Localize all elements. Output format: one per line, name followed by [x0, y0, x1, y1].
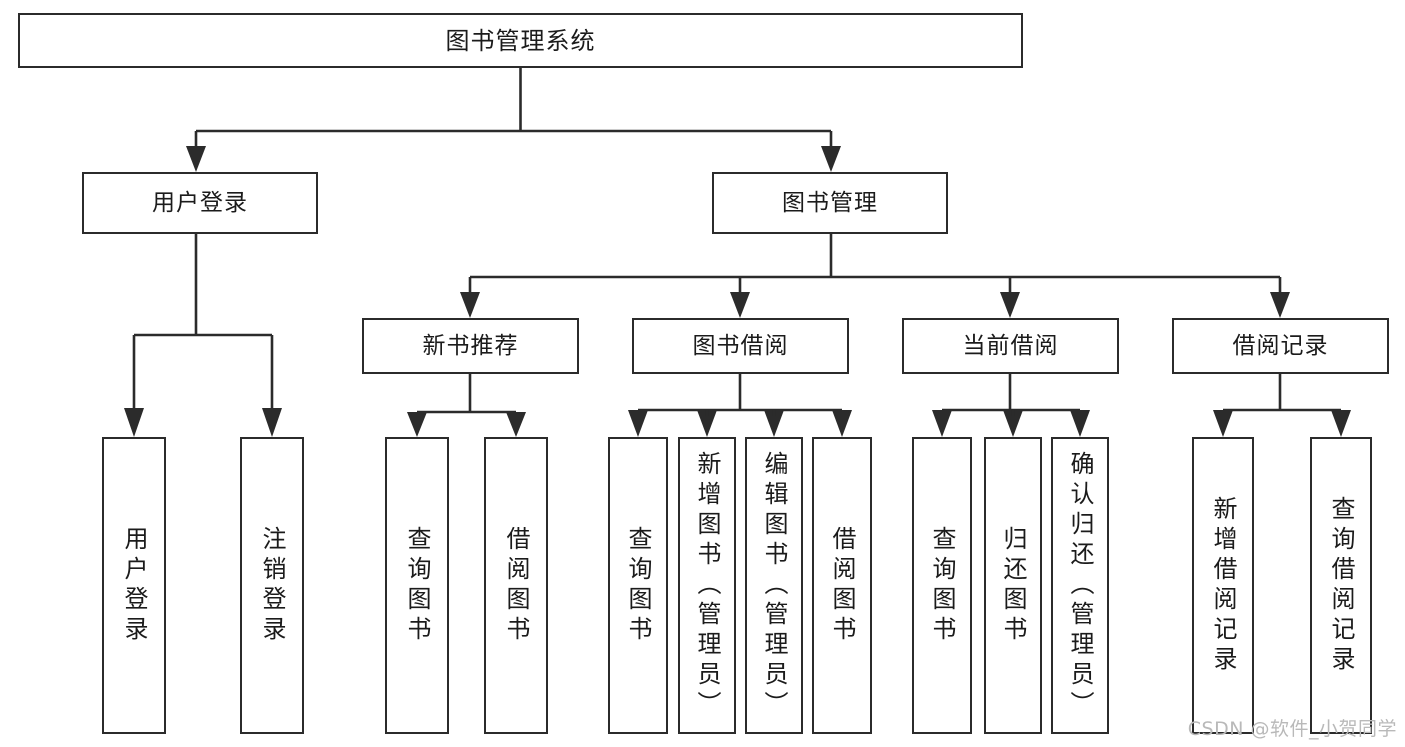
node-leaf-query-book-recommend-label: 查询图书: [403, 525, 431, 646]
node-leaf-logout-login-label: 注销登录: [258, 525, 286, 646]
node-new-book-recommend-label: 新书推荐: [422, 332, 519, 359]
node-root-label: 图书管理系统: [445, 26, 596, 55]
arrow-to-leaf-borrow-book-borrow: [832, 410, 852, 437]
node-leaf-user-login-label: 用户登录: [120, 525, 148, 646]
node-leaf-add-borrow-record-label: 新增借阅记录: [1209, 495, 1237, 676]
node-leaf-query-book-borrow[interactable]: 查询图书: [608, 437, 668, 734]
arrow-to-leaf-add-borrow-record: [1213, 410, 1233, 437]
node-book-management[interactable]: 图书管理: [712, 172, 948, 234]
node-current-borrow-label: 当前借阅: [962, 332, 1059, 359]
node-user-login[interactable]: 用户登录: [82, 172, 318, 234]
node-leaf-borrow-book-recommend-label: 借阅图书: [502, 525, 530, 646]
node-current-borrow[interactable]: 当前借阅: [902, 318, 1119, 374]
node-leaf-logout-login[interactable]: 注销登录: [240, 437, 304, 734]
node-leaf-borrow-book-borrow[interactable]: 借阅图书: [812, 437, 872, 734]
node-borrow-record[interactable]: 借阅记录: [1172, 318, 1389, 374]
arrow-to-leaf-confirm-return-admin: [1070, 410, 1090, 437]
arrow-to-leaf-logout-login: [262, 408, 282, 437]
node-leaf-confirm-return-admin-label: 确认归还（管理员）: [1066, 450, 1094, 721]
node-leaf-query-book-borrow-label: 查询图书: [624, 525, 652, 646]
arrow-to-leaf-add-book-admin: [697, 410, 717, 437]
arrow-to-leaf-borrow-book-recommend: [506, 412, 526, 437]
node-book-borrow[interactable]: 图书借阅: [632, 318, 849, 374]
node-book-management-label: 图书管理: [782, 189, 878, 216]
node-user-login-label: 用户登录: [152, 189, 248, 216]
arrow-to-leaf-user-login: [124, 408, 144, 437]
arrow-to-leaf-edit-book-admin: [764, 410, 784, 437]
node-borrow-record-label: 借阅记录: [1232, 332, 1329, 359]
node-leaf-confirm-return-admin[interactable]: 确认归还（管理员）: [1051, 437, 1109, 734]
arrow-to-book-borrow: [730, 292, 750, 318]
node-leaf-borrow-book-borrow-label: 借阅图书: [828, 525, 856, 646]
arrow-to-leaf-query-borrow-record: [1331, 410, 1351, 437]
node-leaf-query-book-current-label: 查询图书: [928, 525, 956, 646]
watermark-text: CSDN @软件_小贺同学: [1187, 718, 1397, 740]
node-leaf-add-book-admin[interactable]: 新增图书（管理员）: [678, 437, 736, 734]
node-leaf-add-book-admin-label: 新增图书（管理员）: [693, 450, 721, 721]
node-leaf-user-login[interactable]: 用户登录: [102, 437, 166, 734]
node-leaf-query-borrow-record[interactable]: 查询借阅记录: [1310, 437, 1372, 734]
node-leaf-query-book-recommend[interactable]: 查询图书: [385, 437, 449, 734]
node-leaf-query-book-current[interactable]: 查询图书: [912, 437, 972, 734]
node-leaf-return-book[interactable]: 归还图书: [984, 437, 1042, 734]
arrow-to-borrow-record: [1270, 292, 1290, 318]
node-leaf-edit-book-admin[interactable]: 编辑图书（管理员）: [745, 437, 803, 734]
arrow-to-new-book-recommend: [460, 292, 480, 318]
node-leaf-query-borrow-record-label: 查询借阅记录: [1327, 495, 1355, 676]
arrow-root-to-book-management: [821, 146, 841, 172]
node-book-borrow-label: 图书借阅: [692, 332, 789, 359]
arrow-to-leaf-query-book-recommend: [407, 412, 427, 437]
node-leaf-borrow-book-recommend[interactable]: 借阅图书: [484, 437, 548, 734]
arrow-to-leaf-query-book-current: [932, 410, 952, 437]
arrow-root-to-user-login: [186, 146, 206, 172]
node-leaf-edit-book-admin-label: 编辑图书（管理员）: [760, 450, 788, 721]
node-leaf-return-book-label: 归还图书: [999, 525, 1027, 646]
arrow-to-leaf-query-book-borrow: [628, 410, 648, 437]
arrow-to-current-borrow: [1000, 292, 1020, 318]
arrow-to-leaf-return-book: [1003, 410, 1023, 437]
node-leaf-add-borrow-record[interactable]: 新增借阅记录: [1192, 437, 1254, 734]
node-root[interactable]: 图书管理系统: [18, 13, 1023, 68]
node-new-book-recommend[interactable]: 新书推荐: [362, 318, 579, 374]
